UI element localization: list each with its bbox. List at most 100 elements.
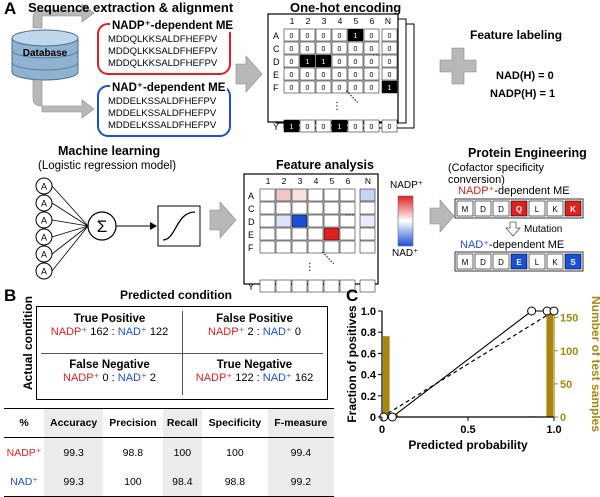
onehot-cell <box>347 41 364 55</box>
arrow-to-onehot <box>235 55 263 93</box>
onehot-cell <box>381 54 398 68</box>
protein-residue: E <box>516 258 522 267</box>
onehot-col-header: 3 <box>322 16 327 26</box>
me-suffix-2: -dependent ME <box>489 239 565 251</box>
onehot-cell <box>363 67 380 81</box>
heatmap-cell <box>339 279 356 293</box>
nad-seq-3: MDDELKSSALDFHEFPV <box>108 120 217 131</box>
onehot-cell <box>299 67 316 81</box>
protein-residue-box <box>492 200 510 217</box>
onehot-cell-value: 0 <box>290 33 294 40</box>
me-suffix: -dependent ME <box>494 185 570 197</box>
metrics-header-fmeasure: F-measure <box>267 409 334 438</box>
onehot-col-header: 1 <box>290 16 295 26</box>
heatmap-cell <box>291 227 308 241</box>
onehot-cell-value: 0 <box>388 72 392 79</box>
cm-cell-tn: True Negative NADP⁺ 122 : NAD⁺ 162 <box>182 359 327 384</box>
protein-residue-box <box>510 253 528 270</box>
onehot-cell-value: 0 <box>306 72 310 79</box>
y-tick-label: 0.8 <box>361 327 376 339</box>
heatmap-cell <box>323 240 340 254</box>
ml-edge <box>51 225 89 255</box>
onehot-cell <box>381 67 398 81</box>
heatmap-cell <box>307 240 324 254</box>
onehot-cell <box>331 80 348 94</box>
protein-residue-box <box>492 253 510 270</box>
metrics-cell: 99.4 <box>267 437 334 467</box>
mutation-label: Mutation <box>524 224 563 235</box>
calibration-point <box>527 306 537 316</box>
ml-input-node <box>35 228 53 246</box>
onehot-col-header: 5 <box>354 16 359 26</box>
onehot-cell-value: 0 <box>290 85 294 92</box>
seq-section-title: Sequence extraction & alignment <box>28 0 234 15</box>
onehot-cell-value: 0 <box>322 33 326 40</box>
protein-residue-box <box>546 253 564 270</box>
confusion-matrix: True Positive NADP⁺ 162 : NAD⁺ 122 False… <box>36 306 328 400</box>
y2-tick-label: 150 <box>560 313 578 325</box>
metrics-cell: 98.8 <box>224 475 246 488</box>
onehot-row-label: E <box>273 70 279 80</box>
metrics-header-precision: Precision <box>103 409 163 438</box>
onehot-cell <box>363 41 380 55</box>
x-tick-label: 0.5 <box>460 424 475 436</box>
heatmap-cell <box>275 227 292 241</box>
onehot-cell <box>381 28 398 42</box>
onehot-cell <box>347 119 364 133</box>
x-tick-label: 0 <box>379 424 385 436</box>
heatmap-cell <box>291 279 308 293</box>
onehot-row-label: Y <box>273 122 279 132</box>
ml-input-label: A <box>41 250 47 260</box>
onehot-cell-value: 0 <box>338 33 342 40</box>
onehot-title: One-hot encoding <box>290 0 402 15</box>
nadp-seq-list: MDDQLKKSALDFHEFPV MDDQLKKSALDFHEFPV MDDQ… <box>108 34 217 70</box>
heatmap-cell <box>259 214 276 228</box>
nadp-group-title: NADP⁺-dependent ME <box>110 18 236 32</box>
onehot-cell-value: 0 <box>338 46 342 53</box>
protein-residue: M <box>462 205 469 214</box>
heatmap-diag-dots <box>322 251 334 265</box>
onehot-cell <box>363 54 380 68</box>
protein-residue-box <box>564 200 582 217</box>
onehot-cell-value: 0 <box>370 46 374 53</box>
metrics-cell: 99.2 <box>267 467 334 496</box>
onehot-col-header: 4 <box>338 16 343 26</box>
protein-residue-box <box>564 253 582 270</box>
onehot-cell-value: 0 <box>354 46 358 53</box>
ml-title: Machine learning <box>58 144 161 158</box>
heatmap-ellipsis: … <box>345 208 355 219</box>
onehot-row-label: D <box>273 57 280 67</box>
y-tick-label: 0.2 <box>361 391 376 403</box>
cm-fn-nad: NAD⁺ <box>117 372 147 384</box>
onehot-cell-value: 1 <box>388 85 392 92</box>
panel-label-b: B <box>4 286 17 305</box>
cm-tn-nad: NAD⁺ <box>262 372 292 384</box>
onehot-cell-value: 0 <box>290 46 294 53</box>
onehot-cell-value: 0 <box>370 33 374 40</box>
nad-label-eq: NAD(H) = 0 <box>496 70 554 82</box>
onehot-cell <box>331 41 348 55</box>
metrics-header-row: % Accuracy Precision Recall Specificity … <box>4 409 334 438</box>
db-arrows <box>32 3 95 119</box>
x-axis-label: Predicted probability <box>408 438 528 452</box>
onehot-col-header: 2 <box>306 16 311 26</box>
cm-tp-nad: NAD⁺ <box>117 326 147 338</box>
ml-input-node <box>35 194 53 212</box>
predicted-condition-label: Predicted condition <box>120 288 233 302</box>
ml-input-node <box>35 211 53 229</box>
onehot-cell-value: 1 <box>290 124 294 131</box>
onehot-cell-value: 0 <box>306 33 310 40</box>
panel-a-graphics: 123456N123456N123456NA0000100C0000000D01… <box>11 3 584 293</box>
metrics-cell: 98.8 <box>122 446 144 459</box>
ml-edge <box>51 225 89 272</box>
protein-residue: K <box>570 205 576 214</box>
protein-residue: D <box>498 205 504 214</box>
protein-residue-box <box>456 253 474 270</box>
onehot-vdots: ⋮ <box>332 101 342 112</box>
protein-eng-title: Protein Engineering <box>468 146 587 160</box>
onehot-cell <box>347 54 364 68</box>
onehot-cell-value: 0 <box>322 85 326 92</box>
ml-subtitle: (Logistic regression model) <box>38 160 177 172</box>
y2-tick-label: 100 <box>560 346 578 358</box>
onehot-cell <box>347 67 364 81</box>
